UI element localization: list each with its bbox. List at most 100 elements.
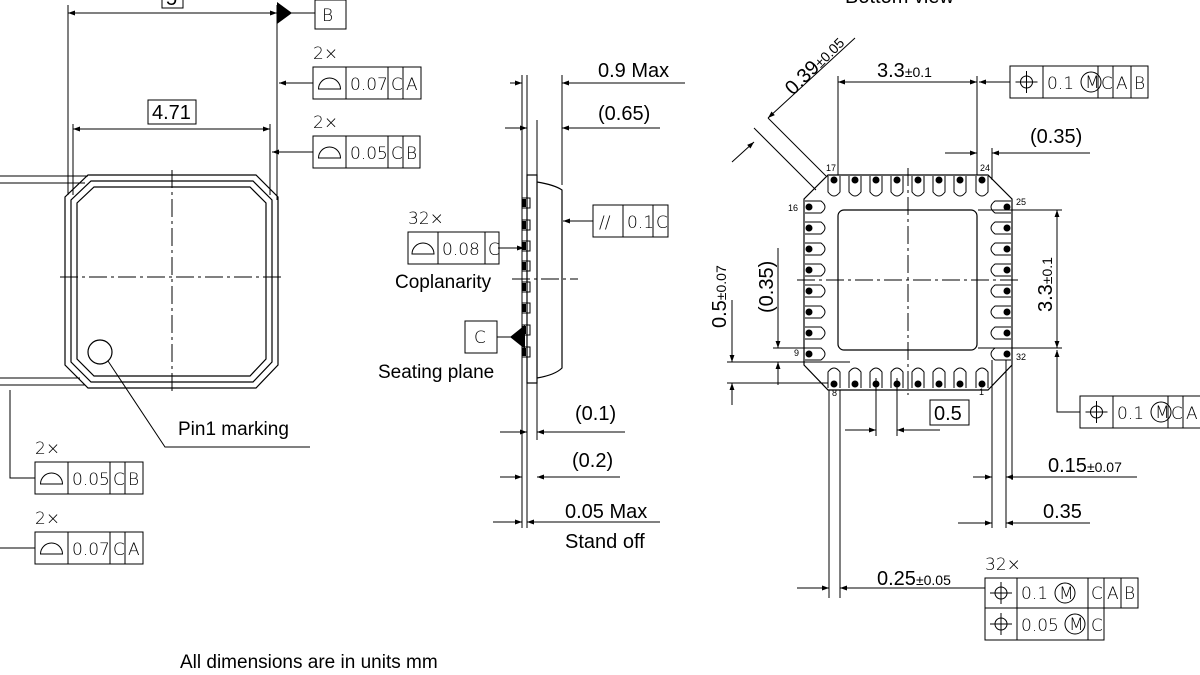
side-lead <box>521 260 531 272</box>
position-icon <box>990 582 1012 604</box>
fcf-modifier: M <box>1059 584 1074 604</box>
standoff-dim: 0.05 Max <box>565 501 647 523</box>
fcf-datum: C <box>1091 616 1103 636</box>
fcf-datum: A <box>406 75 418 95</box>
lead-pad <box>890 176 904 197</box>
lead-pad <box>990 284 1011 298</box>
lead-pad <box>990 263 1011 277</box>
side-view: 0.9 Max (0.65) (0.1) (0.2) 0.05 Max Stan… <box>378 60 685 553</box>
profile-of-surface-icon <box>317 146 342 159</box>
fcf-modifier: M <box>1155 403 1170 423</box>
fcf-datum: A <box>128 540 140 560</box>
bottom-view-title: Bottom view <box>845 0 954 8</box>
pin1-marker <box>87 339 113 365</box>
fcf-count: 2× <box>35 509 60 529</box>
fcf-tolerance: 0.07 <box>72 540 110 560</box>
fcf-count: 2× <box>313 113 338 133</box>
fcf-datum: B <box>406 144 417 164</box>
lead-pad <box>911 367 925 388</box>
max-material-modifier-icon <box>1150 401 1172 423</box>
fcf-modifier: M <box>1069 615 1084 635</box>
side-lead <box>521 219 531 231</box>
fcf-datum: B <box>128 470 139 490</box>
lead-pad <box>932 176 946 197</box>
lead-pad <box>953 367 967 388</box>
lead-pad <box>848 367 862 388</box>
fcf-count: 2× <box>313 44 338 64</box>
lead-pad <box>805 263 826 277</box>
lead-pad <box>827 176 841 197</box>
lead-pad <box>805 305 826 319</box>
lead-pad <box>990 347 1011 361</box>
fcf-datum: B <box>1134 74 1145 94</box>
lead-pad <box>990 242 1011 256</box>
fcf-tolerance: 0.1 <box>1117 404 1144 424</box>
pad-dim: 4.71 <box>152 102 191 124</box>
fcf-datum: C <box>656 213 668 233</box>
pin-label-1: 1 <box>979 387 984 397</box>
fcf-tolerance: 0.1 <box>1021 584 1048 604</box>
pad-width-dim: 3.3±0.1 <box>877 60 932 82</box>
profile-of-surface-icon <box>39 472 64 485</box>
position-icon <box>990 613 1012 635</box>
lead-pad <box>869 176 883 197</box>
edge-dim-left: (0.35) <box>756 261 778 313</box>
fcf-count: 32× <box>985 555 1021 575</box>
lead-pad <box>805 242 826 256</box>
profile-of-surface-icon <box>411 242 435 255</box>
lead-pad <box>827 367 841 388</box>
fcf-tolerance: 0.08 <box>442 240 480 260</box>
fcf-datum: C <box>391 75 403 95</box>
fcf-datum: A <box>1186 404 1198 424</box>
lead-offset-dim: 0.35 <box>1043 501 1082 523</box>
pin-label-32: 32 <box>1016 352 1026 362</box>
fcf-tolerance: 0.05 <box>72 470 110 490</box>
top-view: 5 B 4.71 Pin1 marking <box>0 0 347 549</box>
chamfer-dim: 0.39±0.05 <box>781 32 849 100</box>
side-lead <box>521 346 531 358</box>
fcf-datum: C <box>113 470 125 490</box>
fcf-datum: C <box>1091 584 1103 604</box>
datum-b-label: B <box>322 6 333 26</box>
lead-length-dim: 0.5±0.07 <box>709 265 731 328</box>
max-material-modifier-icon <box>1080 71 1102 93</box>
pin-label-25: 25 <box>1016 197 1026 207</box>
seating-plane-label: Seating plane <box>378 362 494 383</box>
pin1-label: Pin1 marking <box>178 419 289 440</box>
fcf-count: 2× <box>35 439 60 459</box>
lead-gap-dim: 0.15±0.07 <box>1048 455 1122 477</box>
pin-label-8: 8 <box>832 388 837 398</box>
lead-pad <box>805 284 826 298</box>
pin-label-17: 17 <box>826 163 836 173</box>
width-dim-box <box>161 0 184 9</box>
bottom-view: Bottom view 17 24 16 25 9 32 8 1 0.39±0.… <box>709 0 1137 598</box>
lead-pad <box>975 367 989 388</box>
fcf-datum: C <box>488 240 500 260</box>
lead-width-dim: 0.25±0.05 <box>877 568 951 590</box>
side-lead <box>521 281 531 293</box>
lead-pad <box>805 347 826 361</box>
coplanarity-label: Coplanarity <box>395 272 492 293</box>
datum-c-label: C <box>474 328 486 348</box>
max-material-modifier-icon <box>1054 582 1076 604</box>
feature-control-frame: 32× 0.08 C <box>407 209 500 265</box>
profile-of-surface-icon <box>39 542 64 555</box>
lead-pad <box>975 176 989 197</box>
lead-pad <box>848 176 862 197</box>
fcf-count: 32× <box>408 209 444 229</box>
fcf-tolerance: 0.07 <box>350 75 388 95</box>
fcf-tolerance: 0.05 <box>1021 616 1059 636</box>
position-icon <box>1015 71 1038 93</box>
lead-pad <box>953 176 967 197</box>
lead-dim-2: (0.2) <box>572 450 613 472</box>
fcf-modifier: M <box>1085 73 1100 93</box>
footer-note: All dimensions are in units mm <box>180 652 438 673</box>
pad-height-dim: 3.3±0.1 <box>1035 257 1057 312</box>
